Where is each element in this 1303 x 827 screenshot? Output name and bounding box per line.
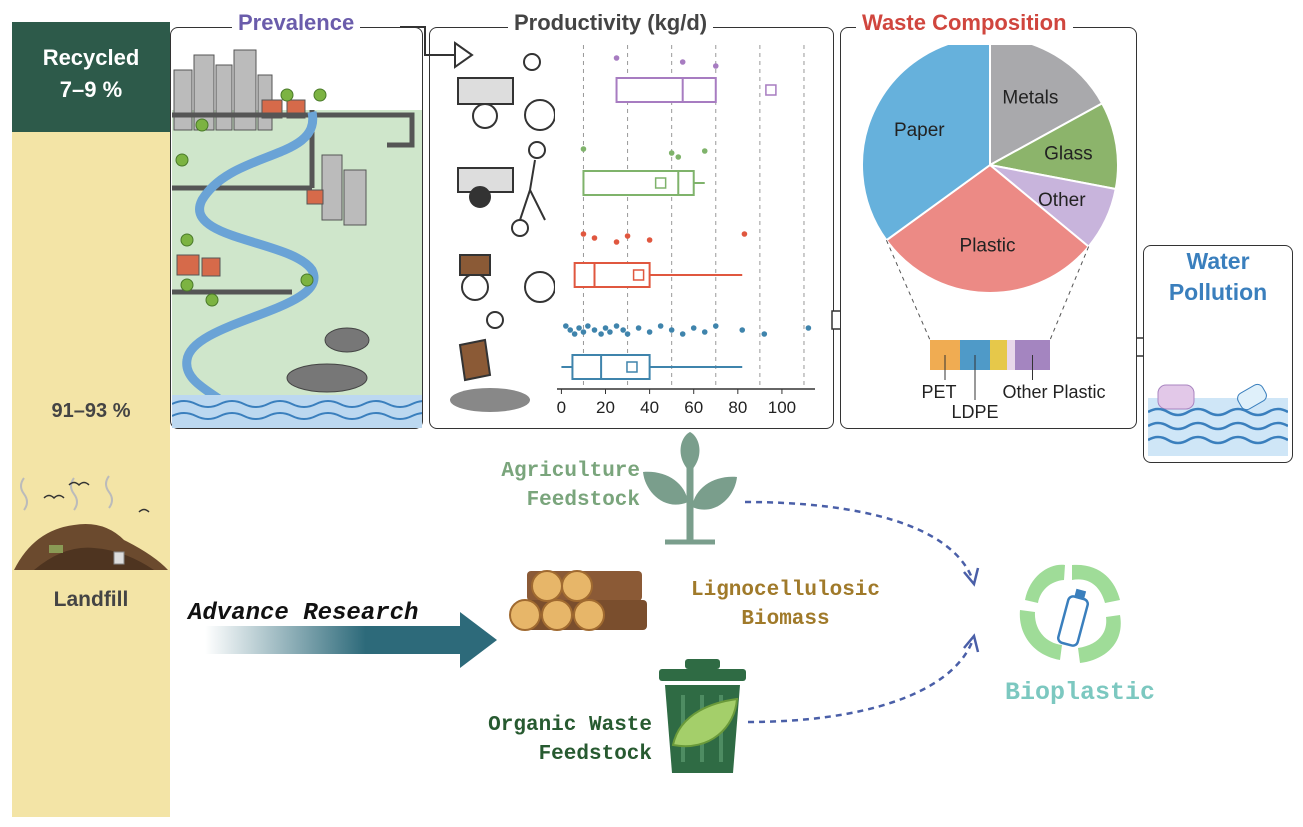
flow-arrow-icon [400,26,474,69]
outlier-point [690,325,697,331]
outlier-point [741,231,748,237]
outlier-point [580,231,587,237]
outlier-point [679,59,686,65]
dashed-flow-arrows [744,500,980,724]
productivity-box-plot: 0 20 40 60 80 100 [557,45,815,417]
pie-slice [987,101,1119,191]
x-tick-label: 0 [557,398,566,417]
pie-slice-label: Other [1038,190,1086,211]
outlier-point [701,148,708,154]
pie-slice [885,163,1091,294]
landfill-pct: 91–93 % [51,400,131,422]
water-pollution-title: Water Pollution [1168,248,1268,305]
waste-picker-illustrations [450,53,555,412]
outlier-point [563,323,569,329]
landfill-bar [12,22,170,817]
plastic-breakdown-label: PET [921,382,956,402]
pie-slice [861,45,991,242]
landfill-pile-icon [14,475,168,570]
prevalence-title: Prevalence [232,10,361,36]
outlier-point [668,150,675,156]
breakdown-connector [1049,246,1090,341]
breakdown-connector [885,240,931,341]
water-bottles-icon [1148,383,1288,456]
recycled-box: Recycled 7–9 % [12,22,170,132]
outlier-point [646,329,653,335]
outlier-point [613,55,620,61]
outlier-point [624,233,631,239]
wood-logs-icon [509,570,647,631]
arrow-right-icon [205,612,497,668]
box [571,354,651,380]
outlier-point [602,325,609,331]
mean-marker [632,269,645,281]
compost-bin-icon [659,659,746,773]
advance-research-label: Advance Research [188,600,419,627]
outlier-point [591,235,598,241]
mean-marker [765,84,777,96]
outlier-point [675,154,682,160]
plant-sprout-icon [643,432,737,545]
outlier-point [646,237,653,243]
outlier-point [657,323,664,329]
outlier-point [598,331,604,337]
recycled-pct: 7–9 % [59,77,123,102]
outlier-point [580,146,587,152]
outlier-point [613,239,620,245]
x-tick-label: 100 [768,398,796,417]
agriculture-feedstock-label: Agriculture Feedstock [501,460,640,512]
outlier-point [607,329,613,335]
plastic-breakdown-segment [1007,340,1015,370]
x-tick-label: 40 [640,398,659,417]
outlier-point [620,327,626,333]
advance-research-arrow [205,612,500,668]
box-series [580,146,708,196]
outlier-point [712,323,719,329]
landfill-label: Landfill [53,588,129,611]
outlier-point [567,327,574,333]
mean-marker [626,361,638,373]
outlier-point [624,331,631,337]
outlier-point [679,331,686,337]
pie-slice-label: Glass [1044,144,1093,165]
box-series [613,55,777,103]
lignocellulosic-biomass-label: Lignocellulosic Biomass [690,579,881,631]
x-tick-label: 60 [684,398,703,417]
city-map-illustration [172,49,422,428]
box [582,170,695,196]
outlier-point [585,323,591,329]
productivity-title: Productivity (kg/d) [508,10,714,36]
pie-slice-label: Metals [1002,88,1058,109]
pie-slice-label: Paper [894,120,945,141]
pie-slice-label: Plastic [960,235,1016,256]
outlier-point [761,331,768,337]
outlier-point [701,329,708,335]
bioplastic-recycle-icon [1019,564,1121,663]
outlier-point [580,329,587,335]
plastic-breakdown-segment [990,340,1007,370]
pie-slice [989,45,1104,167]
mean-marker [654,177,667,189]
box-series [573,231,748,288]
bioplastic-label: Bioplastic [1004,678,1156,707]
outlier-point [712,63,719,69]
waste-composition-title: Waste Composition [856,10,1073,36]
box [615,77,717,103]
outlier-point [739,327,746,333]
plastic-breakdown-label: Other Plastic [1003,382,1106,402]
outlier-point [635,325,642,331]
outlier-point [591,327,598,333]
outlier-point [805,325,812,331]
box-series [561,323,812,380]
outlier-point [668,327,675,333]
x-tick-label: 80 [728,398,747,417]
x-tick-label: 20 [596,398,615,417]
outlier-point [613,323,620,329]
plastic-breakdown-label: LDPE [951,402,998,422]
organic-waste-feedstock-label: Organic Waste Feedstock [488,714,652,766]
recycled-label: Recycled [42,45,140,70]
outlier-point [576,325,582,331]
outlier-point [571,331,578,337]
